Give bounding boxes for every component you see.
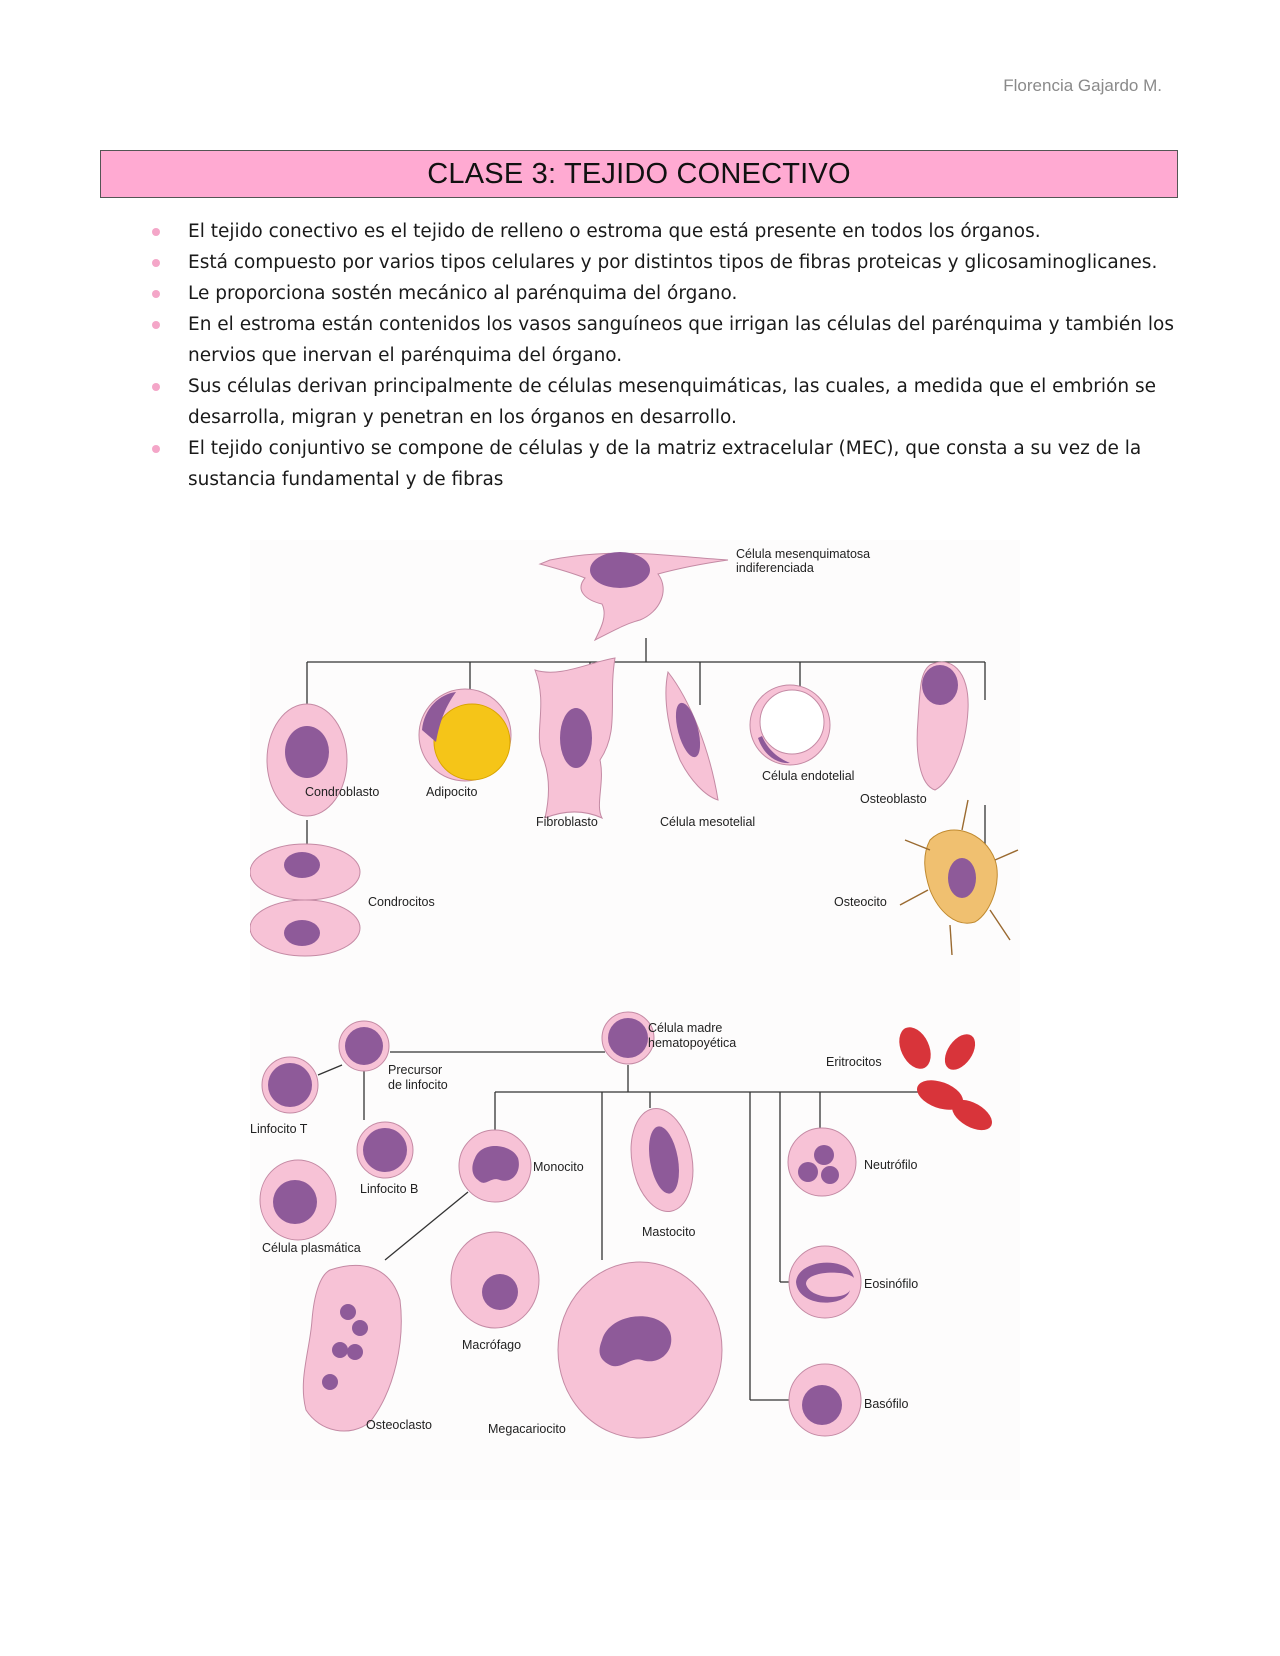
label-basofilo: Basófilo — [864, 1397, 909, 1411]
endothelial-cell — [749, 684, 831, 766]
lymphocyte-precursor-cell — [338, 1020, 390, 1072]
label-megacariocito: Megacariocito — [488, 1422, 566, 1436]
label-linfocito-t: Linfocito T — [250, 1122, 308, 1136]
erythrocytes-cells — [899, 1027, 992, 1131]
bullet-icon — [152, 321, 160, 329]
label-madre-1: Célula madre — [648, 1021, 722, 1035]
cell-lineage-diagram: Célula mesenquimatosa indiferenciada Con… — [250, 547, 1019, 1439]
label-madre-2: hematopoyética — [648, 1036, 736, 1050]
b-lymphocyte-cell — [356, 1121, 414, 1179]
monocyte-cell — [458, 1129, 532, 1203]
neutrophil-cell — [787, 1127, 857, 1197]
mesothelial-cell — [665, 670, 719, 801]
label-condrocitos: Condrocitos — [368, 895, 435, 909]
megakaryocyte-cell — [557, 1261, 723, 1439]
list-item: Le proporciona sostén mecánico al parénq… — [148, 278, 1178, 309]
label-adipocito: Adipocito — [426, 785, 477, 799]
t-lymphocyte-cell — [261, 1056, 319, 1114]
label-fibroblasto: Fibroblasto — [536, 815, 598, 829]
label-osteoblasto: Osteoblasto — [860, 792, 927, 806]
label-mesenquimatosa-2: indiferenciada — [736, 561, 814, 575]
label-eritrocitos: Eritrocitos — [826, 1055, 882, 1069]
fibroblast-cell — [534, 657, 616, 820]
chondroblast-cell — [266, 703, 348, 817]
bullet-icon — [152, 259, 160, 267]
list-item: Sus células derivan principalmente de cé… — [148, 371, 1178, 433]
label-osteoclasto: Osteoclasto — [366, 1418, 432, 1432]
bullet-icon — [152, 290, 160, 298]
label-linfocito-b: Linfocito B — [360, 1182, 418, 1196]
list-item: En el estroma están contenidos los vasos… — [148, 309, 1178, 371]
label-eosinofilo: Eosinófilo — [864, 1277, 918, 1291]
author-name: Florencia Gajardo M. — [1003, 76, 1162, 95]
bullet-icon — [152, 445, 160, 453]
title-banner: CLASE 3: TEJIDO CONECTIVO — [100, 150, 1178, 198]
list-item: El tejido conectivo es el tejido de rell… — [148, 216, 1178, 247]
label-neutrofilo: Neutrófilo — [864, 1158, 918, 1172]
chondrocytes-cells — [250, 843, 361, 957]
bullet-icon — [152, 228, 160, 236]
hematopoietic-stem-cell — [601, 1011, 655, 1065]
osteoclast-cell — [302, 1264, 402, 1432]
mast-cell — [630, 1108, 694, 1212]
bullet-list: El tejido conectivo es el tejido de rell… — [148, 216, 1178, 495]
label-mastocito: Mastocito — [642, 1225, 696, 1239]
basophil-cell — [788, 1363, 862, 1437]
label-precursor-1: Precursor — [388, 1063, 442, 1077]
adipocyte-cell — [418, 688, 512, 782]
label-plasmatica: Célula plasmática — [262, 1241, 361, 1255]
cell-lineage-figure: Célula mesenquimatosa indiferenciada Con… — [250, 540, 1020, 1500]
page-title: CLASE 3: TEJIDO CONECTIVO — [427, 157, 851, 190]
osteoblast-cell — [916, 661, 969, 791]
eosinophil-cell — [788, 1245, 862, 1319]
label-endotelial: Célula endotelial — [762, 769, 854, 783]
label-mesenquimatosa-1: Célula mesenquimatosa — [736, 547, 870, 561]
macrophage-cell — [450, 1231, 540, 1329]
osteocyte-cell — [899, 799, 1019, 956]
mesenchymal-cell — [538, 552, 729, 642]
label-precursor-2: de linfocito — [388, 1078, 448, 1092]
list-item: El tejido conjuntivo se compone de célul… — [148, 433, 1178, 495]
list-item: Está compuesto por varios tipos celulare… — [148, 247, 1178, 278]
label-mesotelial: Célula mesotelial — [660, 815, 755, 829]
plasma-cell — [259, 1159, 337, 1241]
label-condroblasto: Condroblasto — [305, 785, 379, 799]
label-monocito: Monocito — [533, 1160, 584, 1174]
label-osteocito: Osteocito — [834, 895, 887, 909]
bullet-icon — [152, 383, 160, 391]
label-macrofago: Macrófago — [462, 1338, 521, 1352]
